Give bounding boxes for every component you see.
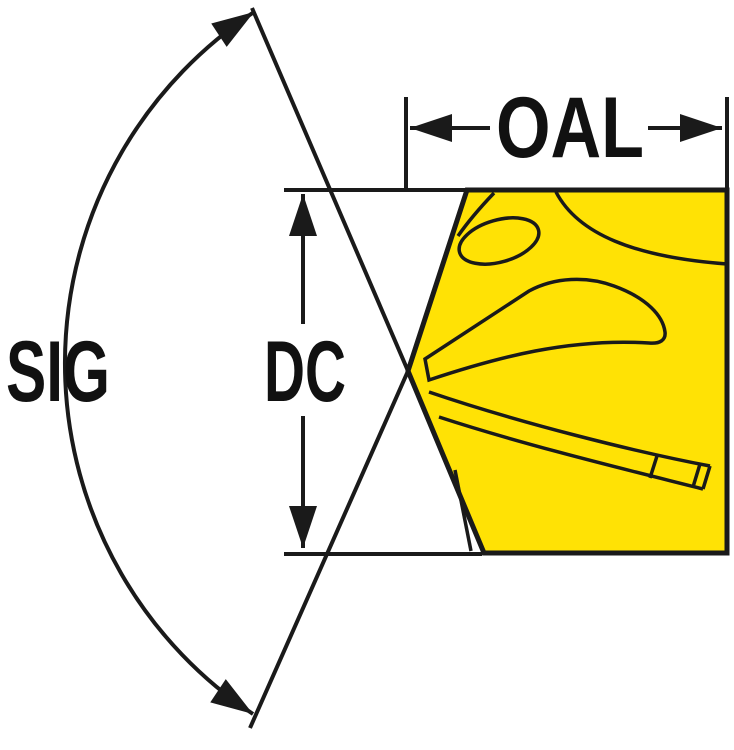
insert-detail-groove-notch-2 — [691, 463, 702, 488]
insert-detail-flute-curve — [554, 191, 728, 266]
insert-body — [405, 187, 730, 556]
insert-detail-facet-line — [453, 469, 473, 552]
diagram-lines — [63, 7, 730, 729]
label-oal: OAL — [496, 80, 644, 176]
insert-detail-groove-end — [701, 465, 712, 490]
insert-detail-groove-notch-1 — [648, 455, 659, 479]
insert-detail-groove-line-lower — [438, 415, 704, 491]
insert-detail-face-wedge — [423, 277, 667, 383]
label-dc: DC — [264, 324, 346, 420]
insert-detail-corner-curve — [456, 191, 496, 238]
label-sig: SIG — [6, 324, 110, 420]
insert-detail-corner-blob — [457, 216, 541, 266]
sig-angle-arc-arrow — [63, 10, 256, 716]
insert-detail-lines — [423, 191, 728, 552]
insert-detail-groove-line-upper — [428, 390, 711, 468]
